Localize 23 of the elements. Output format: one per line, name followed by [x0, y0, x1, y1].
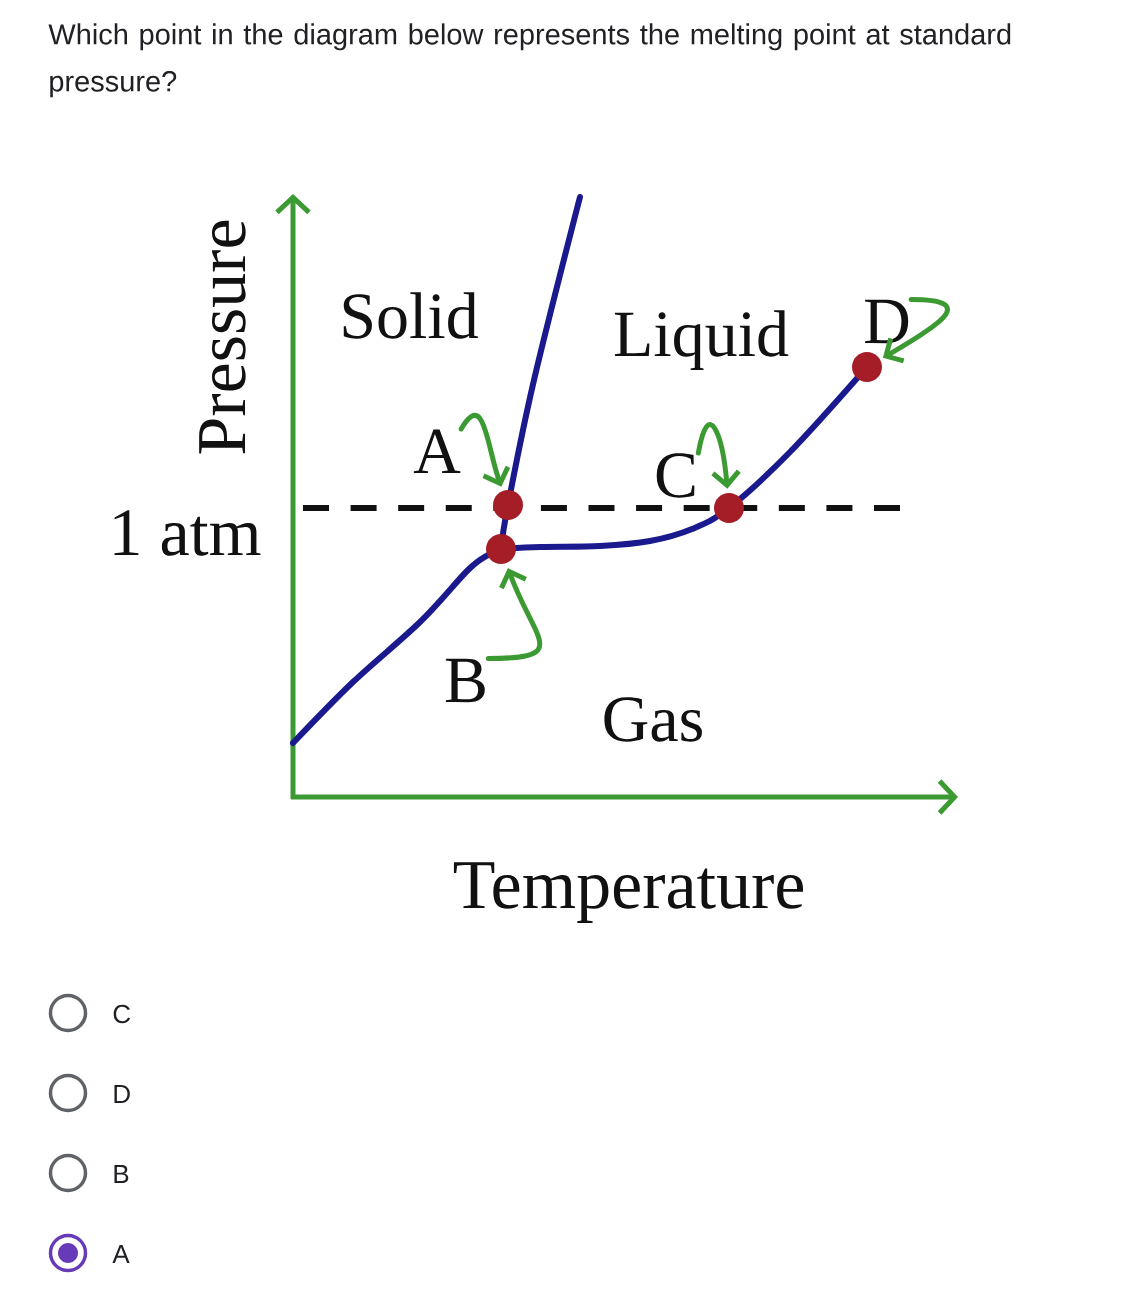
point-marker — [486, 534, 516, 564]
point-marker — [714, 493, 744, 523]
answer-option: C — [113, 1004, 131, 1024]
tick-label: 1 atm — [114, 510, 261, 556]
axis-label: Pressure — [199, 220, 246, 454]
answer-option: A — [112, 1245, 130, 1263]
question-text: Which point in the diagram below represents the melting point at standard pressure? — [48, 23, 1011, 98]
region-label: Solid — [343, 292, 478, 339]
leader-arrow — [458, 412, 511, 487]
point-label: D — [865, 299, 909, 344]
leader-arrow — [485, 568, 543, 661]
answer-option: B — [114, 1165, 129, 1183]
point-label: A — [413, 429, 461, 473]
region-label: Gas — [604, 697, 702, 742]
leader-arrow — [882, 296, 950, 364]
point-marker — [852, 352, 882, 382]
point-marker — [493, 490, 523, 520]
point-label: C — [656, 453, 695, 498]
region-label: Liquid — [614, 310, 789, 371]
answer-option: D — [114, 1085, 130, 1103]
point-label: B — [445, 658, 485, 703]
axis-label: Temperature — [453, 862, 804, 923]
leader-arrow — [695, 422, 741, 489]
